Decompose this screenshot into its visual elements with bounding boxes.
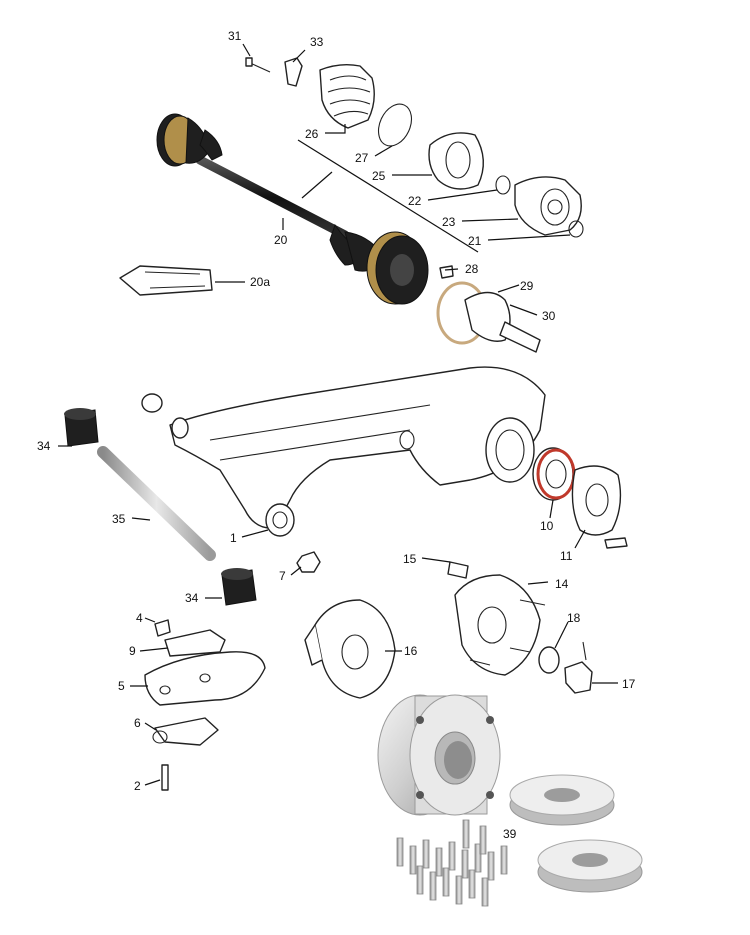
callout-31: 31 <box>228 29 242 43</box>
nut <box>296 551 321 573</box>
brake-drum-16 <box>304 599 396 699</box>
callout-10: 10 <box>540 519 554 533</box>
grease-tube <box>119 265 213 296</box>
washer <box>141 393 163 413</box>
callout-4: 4 <box>136 611 143 625</box>
stub-axle-group <box>436 265 541 353</box>
callout-34-top: 34 <box>37 439 51 453</box>
callout-25: 25 <box>372 169 386 183</box>
callout-23: 23 <box>442 215 456 229</box>
wheel-hub-14 <box>454 574 546 676</box>
callout-17: 17 <box>622 677 636 691</box>
wheel-spacer-kit <box>377 694 643 907</box>
callout-16: 16 <box>404 644 418 658</box>
bushings-and-rod <box>64 408 257 606</box>
drive-shaft-assembly <box>156 113 429 305</box>
callout-30: 30 <box>542 309 556 323</box>
callout-33: 33 <box>310 35 324 49</box>
cotter-pin <box>582 641 587 661</box>
callout-34-bottom: 34 <box>185 591 199 605</box>
callout-9: 9 <box>129 644 136 658</box>
wheel-bolts <box>396 819 508 907</box>
callout-1: 1 <box>230 531 237 545</box>
hub-bolt <box>447 561 469 579</box>
callout-39: 39 <box>503 827 517 841</box>
callout-11: 11 <box>560 549 573 563</box>
callout-26: 26 <box>305 127 319 141</box>
axle-nut <box>564 661 593 694</box>
leader-lines <box>58 43 618 786</box>
callout-15: 15 <box>403 552 417 566</box>
callout-labels: 31 33 26 27 25 22 23 21 20 20a 28 29 30 … <box>37 29 636 841</box>
hub-washer <box>538 646 560 674</box>
cv-boot-kit <box>245 57 413 147</box>
flange-bearing-group <box>428 132 584 238</box>
bearing-cover <box>571 465 628 549</box>
callout-20a: 20a <box>250 275 270 289</box>
callout-29: 29 <box>520 279 534 293</box>
callout-20: 20 <box>274 233 288 247</box>
wheel-bearing <box>532 447 576 501</box>
callout-14: 14 <box>555 577 569 591</box>
mounting-brackets <box>144 619 266 791</box>
callout-21: 21 <box>468 234 482 248</box>
callout-6: 6 <box>134 716 141 730</box>
trailing-arm <box>169 366 546 537</box>
callout-5: 5 <box>118 679 125 693</box>
callout-7: 7 <box>279 569 286 583</box>
callout-22: 22 <box>408 194 422 208</box>
callout-35: 35 <box>112 512 126 526</box>
callout-18: 18 <box>567 611 581 625</box>
callout-28: 28 <box>465 262 479 276</box>
callout-2: 2 <box>134 779 141 793</box>
callout-27: 27 <box>355 151 369 165</box>
